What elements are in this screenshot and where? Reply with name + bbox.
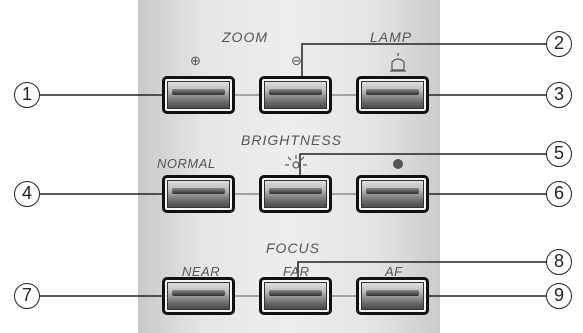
brightness-down-icon (393, 159, 403, 169)
callout-3: 3 (546, 82, 572, 108)
near-label: NEAR (182, 264, 221, 279)
zoom-in-button[interactable] (162, 76, 235, 114)
callout-4: 4 (14, 181, 40, 207)
callout-2: 2 (546, 31, 572, 57)
zoom-out-button[interactable] (259, 76, 332, 114)
callout-5: 5 (546, 141, 572, 167)
zoom-out-icon: ⊖ (291, 53, 302, 68)
autofocus-button[interactable] (356, 277, 429, 315)
callout-6: 6 (546, 181, 572, 207)
leader-5 (299, 153, 546, 176)
brightness-up-icon (285, 155, 307, 169)
lamp-label: LAMP (370, 29, 413, 45)
brightness-normal-button[interactable] (162, 175, 235, 213)
brightness-label: BRIGHTNESS (241, 132, 343, 148)
brightness-up-button[interactable] (259, 175, 332, 213)
leader-8 (297, 261, 546, 280)
callout-1: 1 (14, 82, 40, 108)
far-label: FAR (283, 264, 310, 279)
callout-9: 9 (546, 283, 572, 309)
focus-label: FOCUS (266, 240, 320, 256)
lamp-button[interactable] (356, 76, 429, 114)
brightness-down-button[interactable] (356, 175, 429, 213)
zoom-label: ZOOM (222, 29, 268, 45)
lamp-icon (390, 53, 406, 72)
focus-near-button[interactable] (162, 277, 235, 315)
af-label: AF (385, 264, 403, 279)
normal-label: NORMAL (157, 156, 216, 171)
zoom-in-icon: ⊕ (190, 53, 201, 68)
callout-7: 7 (14, 283, 40, 309)
callout-8: 8 (546, 249, 572, 275)
focus-far-button[interactable] (259, 277, 332, 315)
